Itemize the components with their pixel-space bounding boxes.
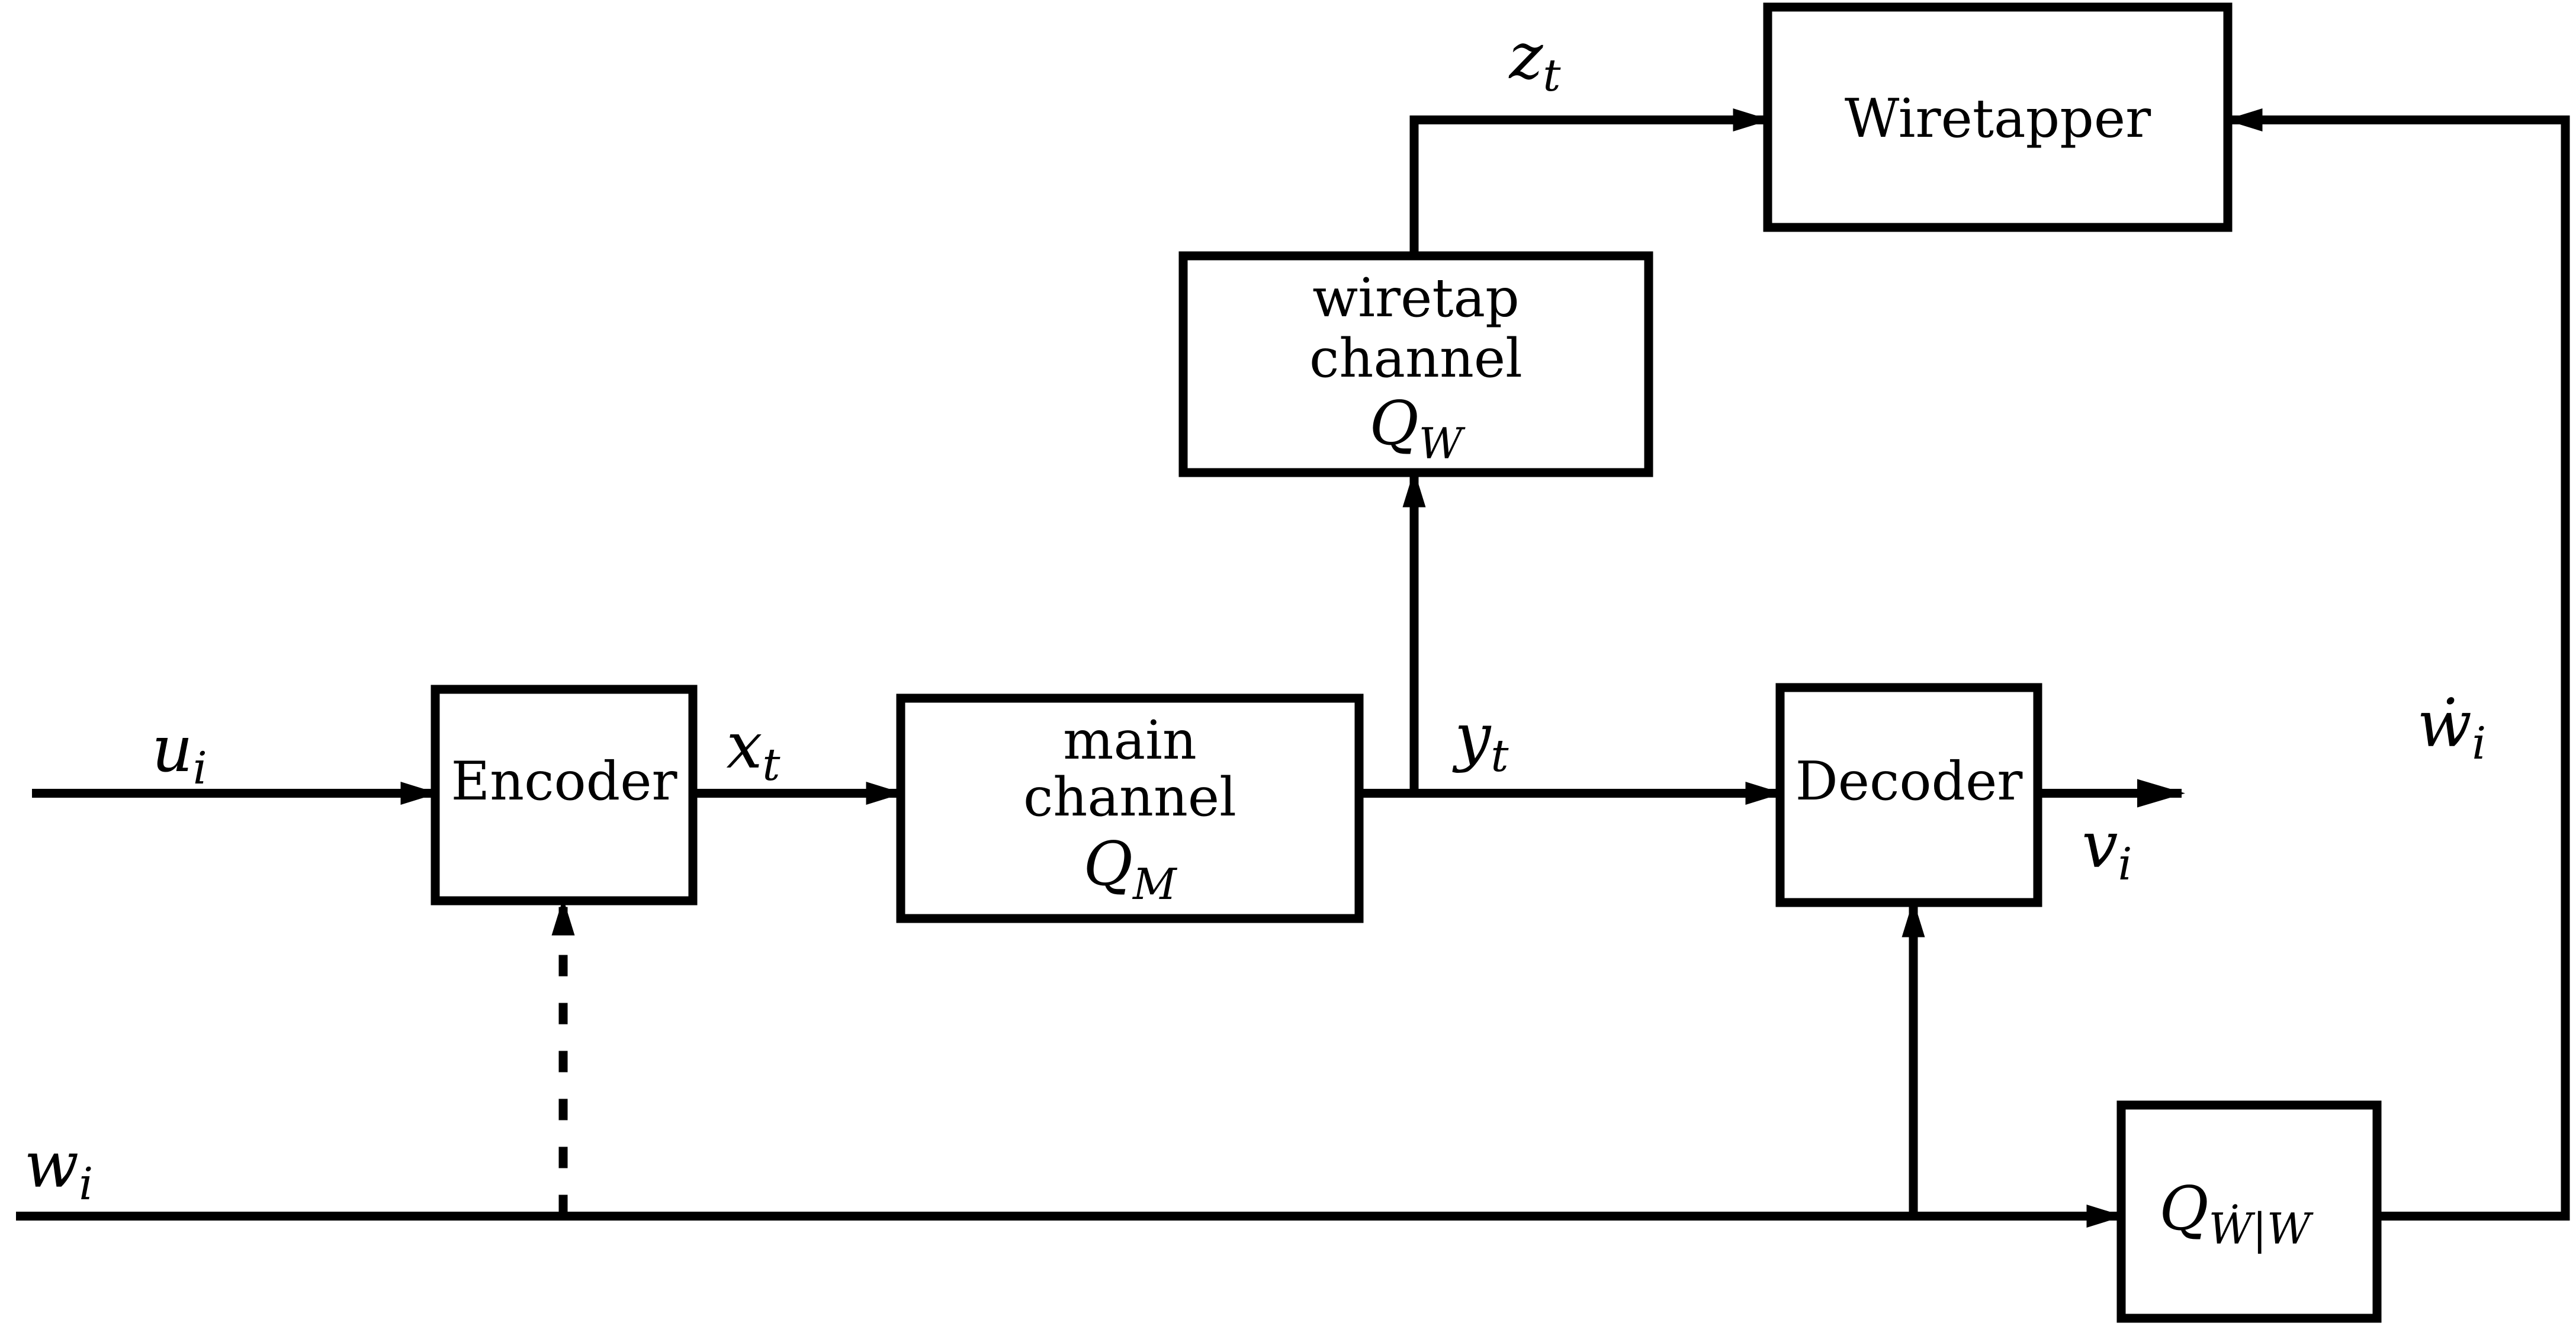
decoder-box: Decoder [1775,683,2042,907]
wiretap-channel-label-line1: wiretap [1312,267,1519,329]
main-channel-label-line1: main [1063,709,1197,772]
wiretap-channel-symbol: QW [1369,388,1466,468]
main-channel-rect [896,693,1364,923]
side-info-channel-rect [2116,1100,2382,1323]
wiretap-channel-label-line2: channel [1309,327,1523,390]
label-y-t: yt [1452,700,1509,782]
main-channel-symbol: QM [1083,829,1178,909]
label-v-i: vi [2082,808,2132,890]
decoder-rect [1775,683,2042,907]
wiretapper-rect [1763,2,2233,232]
main-channel-box: main channel QM [896,693,1364,923]
side-info-channel-symbol: QẆ|W [2159,1174,2314,1254]
main-channel-label-line2: channel [1023,766,1236,829]
wiretapper-box: Wiretapper [1763,2,2233,232]
label-x-t: xt [726,709,780,791]
encoder-box: Encoder [431,685,698,905]
wires [16,108,2570,1228]
decoder-label: Decoder [1796,750,2023,813]
wiretap-channel-rect [1178,251,1653,477]
encoder-label: Encoder [451,750,677,813]
label-w-dot-i: ẇi [2417,688,2486,769]
signal-labels: ui xt yt zt vi wi ẇi [24,20,2486,1210]
label-u-i: ui [152,712,207,794]
label-w-i: wi [24,1128,93,1210]
wire-z-wiretap-to-wiretapper [1409,108,1771,256]
wiretapper-label: Wiretapper [1845,88,2151,150]
wiretap-channel-box: wiretap channel QW [1178,251,1653,477]
wire-wdot-feedback-rail [2225,108,2570,1221]
side-info-channel-box: QẆ|W [2116,1100,2382,1323]
label-z-t: zt [1508,20,1561,101]
encoder-rect [431,685,698,905]
